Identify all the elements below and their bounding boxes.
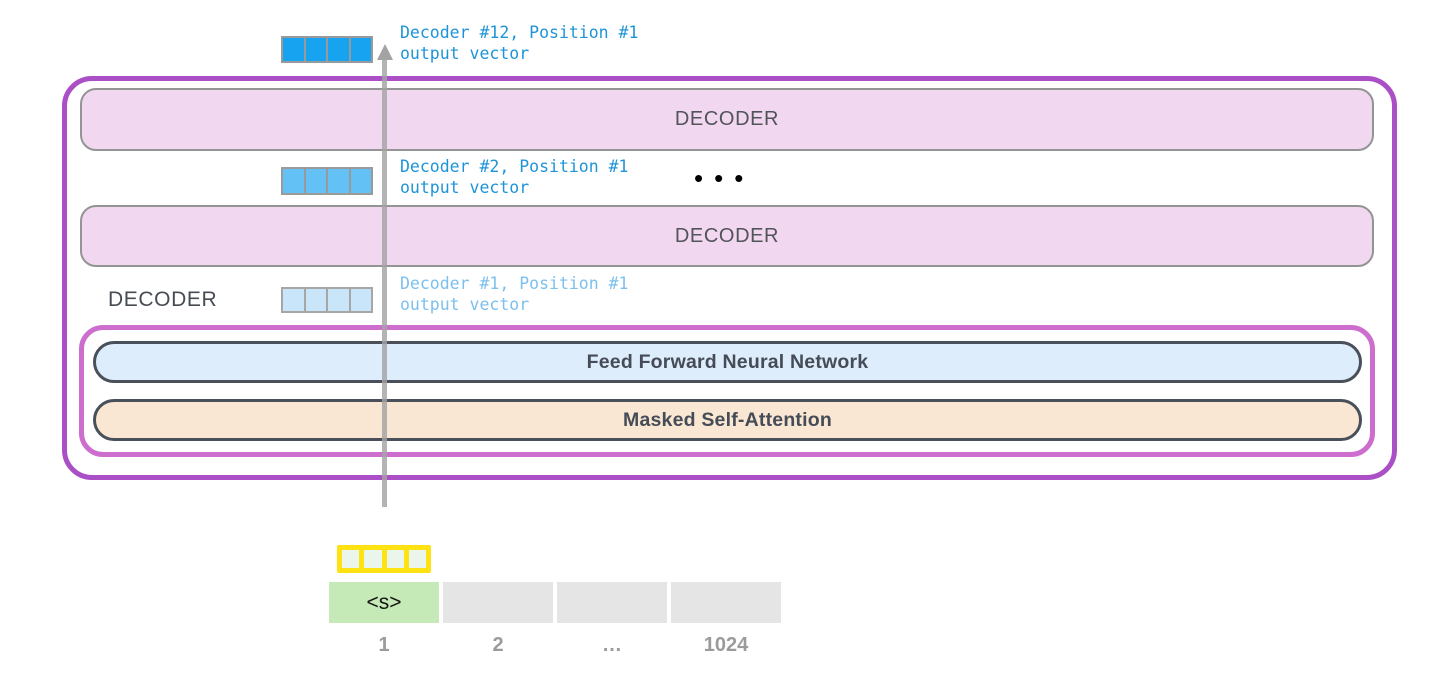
outer-decoder-stack-box	[62, 76, 1397, 480]
decoder-bar-middle: DECODER	[80, 205, 1374, 267]
up-arrow-icon	[377, 44, 393, 60]
start-token-label: <s>	[366, 590, 402, 614]
token-cell-empty-3	[557, 582, 667, 623]
masked-self-attention-bar: Masked Self-Attention	[93, 399, 1362, 441]
side-decoder-label: DECODER	[108, 288, 218, 311]
masked-self-attention-label: Masked Self-Attention	[623, 408, 832, 431]
position-label-ellipsis: …	[602, 634, 622, 656]
decoder-bar-top-label: DECODER	[674, 108, 780, 130]
position-label-2: 2	[492, 634, 504, 656]
decoder-bar-middle-label: DECODER	[674, 224, 780, 247]
embedding-vector-icon	[337, 545, 431, 573]
decoder1-output-vector-icon	[281, 287, 373, 313]
token-cell-empty-4	[671, 582, 781, 623]
flow-arrow-line	[382, 58, 387, 507]
position-label-1024: 1024	[703, 634, 749, 656]
feed-forward-label: Feed Forward Neural Network	[586, 350, 869, 373]
feed-forward-bar: Feed Forward Neural Network	[93, 341, 1362, 383]
token-cell-empty-2	[443, 582, 553, 623]
decoder2-output-vector-icon	[281, 167, 373, 195]
decoder12-output-vector-icon	[281, 36, 373, 63]
token-cell-start: <s>	[329, 582, 439, 623]
decoder-bar-top: DECODER	[80, 88, 1374, 151]
ellipsis-dots: •••	[694, 162, 755, 193]
position-label-1: 1	[378, 634, 390, 656]
